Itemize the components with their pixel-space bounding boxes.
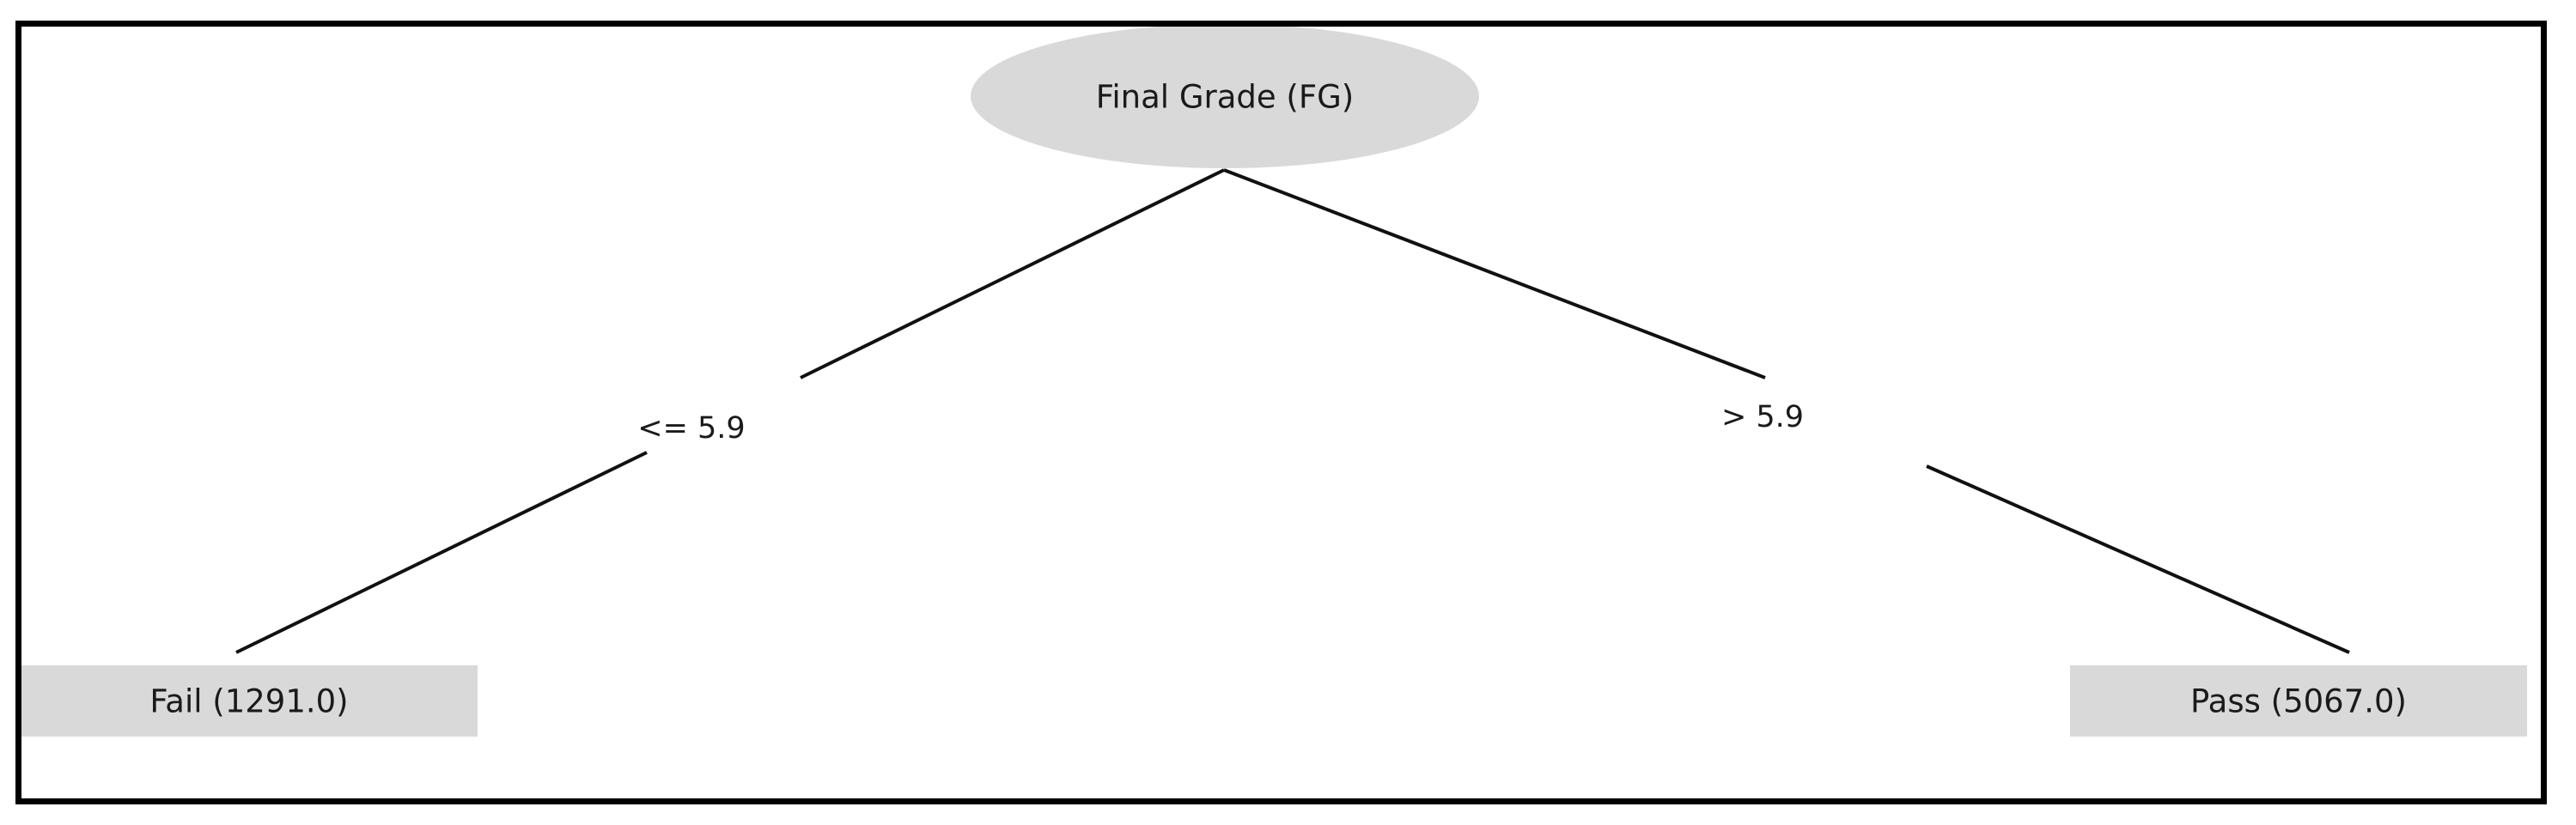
edge-label-left: <= 5.9	[637, 411, 745, 446]
leaf-fail-shape	[21, 665, 478, 737]
node-leaf-pass[interactable]: Pass (5067.0)	[2070, 665, 2527, 737]
edge-left-upper	[800, 168, 1225, 379]
edge-label-right: > 5.9	[1721, 400, 1804, 434]
node-root[interactable]: Final Grade (FG)	[971, 24, 1479, 168]
leaf-pass-label: Pass (5067.0)	[2190, 683, 2407, 720]
node-leaf-fail[interactable]: Fail (1291.0)	[21, 665, 478, 737]
root-node-shape	[971, 27, 1479, 168]
root-node-label: Final Grade (FG)	[1096, 79, 1354, 116]
leaf-pass-shape	[2070, 665, 2527, 737]
edge-right-lower	[1926, 464, 2350, 654]
edge-left-lower	[235, 451, 648, 654]
leaf-fail-label: Fail (1291.0)	[149, 683, 348, 720]
edge-right-upper	[1223, 168, 1766, 379]
figure-border	[15, 21, 2547, 804]
